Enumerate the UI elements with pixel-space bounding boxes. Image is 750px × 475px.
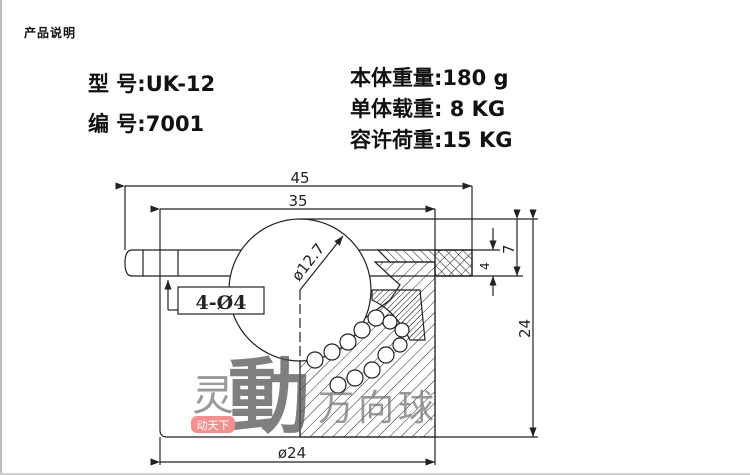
dim-overall-width: 45 xyxy=(290,169,309,187)
hole-label-box xyxy=(177,286,265,315)
svg-text:动天下: 动天下 xyxy=(197,419,230,432)
spec-unit-load: 单体载重: 8 KG xyxy=(350,97,506,121)
dim-ball-protrusion: 7 xyxy=(500,244,518,254)
bearing-balls xyxy=(306,309,410,394)
flange-outline xyxy=(124,249,473,277)
dim-body-diameter: ø24 xyxy=(278,444,306,462)
spec-model: 型 号:UK-12 xyxy=(88,72,216,96)
body-outline xyxy=(159,209,436,438)
page-title: 产品说明 xyxy=(24,26,77,40)
svg-text:灵: 灵 xyxy=(192,371,234,420)
spec-weight: 本体重量:180 g xyxy=(350,66,509,90)
svg-text:動: 動 xyxy=(228,349,310,445)
svg-text:万向球: 万向球 xyxy=(318,388,438,429)
spec-allowable-load: 容许荷重:15 KG xyxy=(350,128,513,152)
dim-body-width: 35 xyxy=(288,192,307,210)
bottom-border xyxy=(0,473,750,475)
flange-right xyxy=(434,249,473,277)
cup-section xyxy=(371,289,426,341)
dim-height: 24 xyxy=(516,319,534,338)
watermark-logo: 灵 動 万向球 动天下 xyxy=(191,349,438,445)
dim-holes: 4-Ø4 xyxy=(196,292,247,314)
spec-code: 编 号:7001 xyxy=(88,112,205,136)
left-border xyxy=(0,0,2,475)
dim-flange-thickness: 4 xyxy=(478,262,492,270)
